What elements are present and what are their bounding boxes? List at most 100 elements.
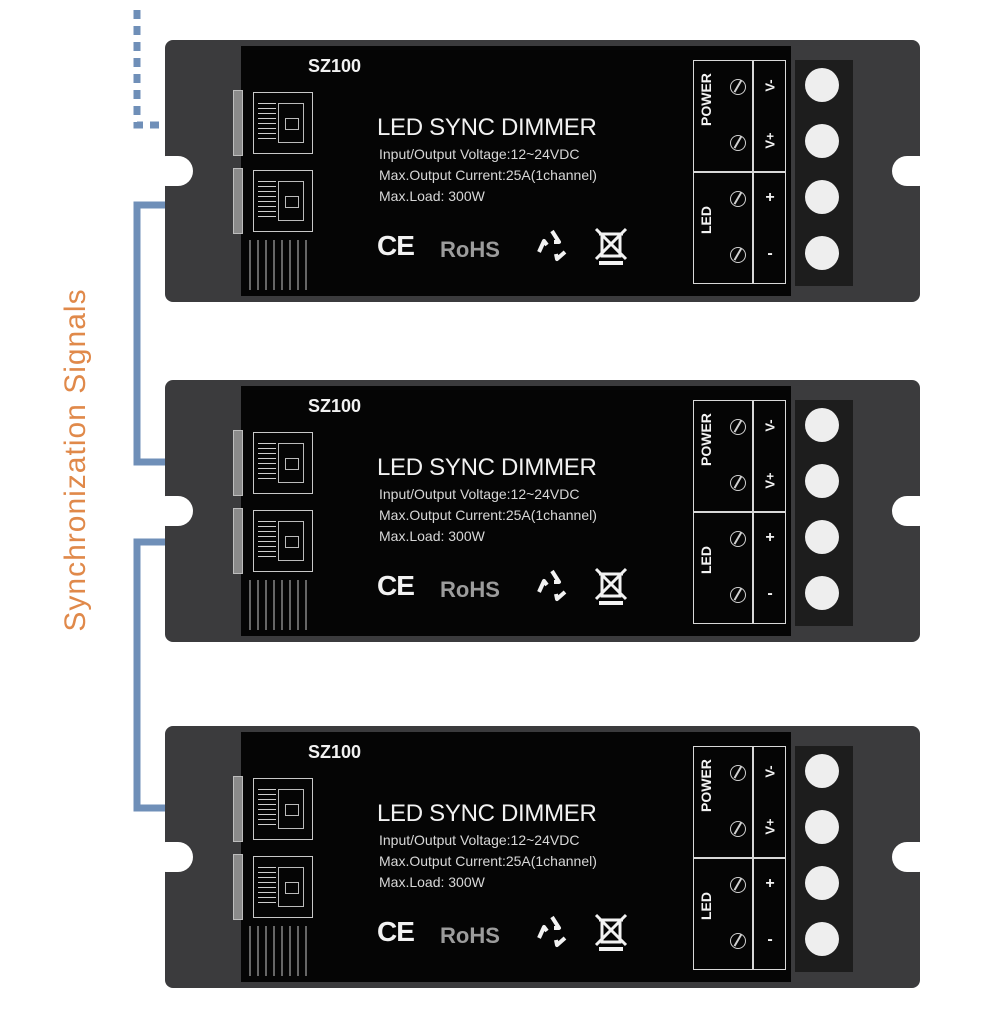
polarity-minus: - xyxy=(767,585,773,602)
weee-bin-icon xyxy=(594,913,628,951)
weee-bin-icon xyxy=(594,227,628,265)
terminal-block xyxy=(795,60,853,286)
recycle-icon xyxy=(537,915,567,947)
power-group-label: POWER xyxy=(698,759,714,812)
sync-out-plug xyxy=(233,508,243,574)
polarity-v-plus: V+ xyxy=(762,472,778,489)
rj45-port-out xyxy=(253,510,313,572)
terminal-hole xyxy=(805,520,839,554)
screw-icon xyxy=(730,191,746,207)
product-title: LED SYNC DIMMER xyxy=(377,800,597,827)
pinout-legend xyxy=(249,926,311,976)
spec-current: Max.Output Current:25A(1channel) xyxy=(379,853,597,869)
mounting-notch xyxy=(151,496,193,526)
rj45-port-out xyxy=(253,856,313,918)
mounting-notch xyxy=(892,496,934,526)
dimmer-unit-3: SZ100 LED SYNC DIMMER Input/Output Volta… xyxy=(151,726,934,988)
recycle-icon xyxy=(537,569,567,601)
polarity-plus: + xyxy=(765,875,775,892)
rohs-mark: RoHS xyxy=(440,923,500,948)
terminal-hole xyxy=(805,810,839,844)
pinout-legend xyxy=(249,580,311,630)
power-group-label: POWER xyxy=(698,73,714,126)
screw-icon xyxy=(730,765,746,781)
terminal-label-panel: POWER LED V- V+ + - xyxy=(693,746,786,970)
spec-voltage: Input/Output Voltage:12~24VDC xyxy=(379,146,580,162)
recycle-icon xyxy=(537,229,567,261)
led-group-label: LED xyxy=(698,206,714,234)
terminal-block xyxy=(795,400,853,626)
mounting-notch xyxy=(892,842,934,872)
rohs-mark: RoHS xyxy=(440,577,500,602)
sync-in-plug xyxy=(233,90,243,156)
terminal-hole xyxy=(805,180,839,214)
weee-bin-icon xyxy=(594,567,628,605)
screw-icon xyxy=(730,877,746,893)
terminal-hole xyxy=(805,464,839,498)
screw-icon xyxy=(730,531,746,547)
polarity-minus: - xyxy=(767,245,773,262)
polarity-v-minus: V- xyxy=(762,79,778,92)
sync-out-plug xyxy=(233,854,243,920)
terminal-block xyxy=(795,746,853,972)
product-title: LED SYNC DIMMER xyxy=(377,114,597,141)
terminal-hole xyxy=(805,124,839,158)
terminal-label-panel: POWER LED V- V+ + - xyxy=(693,60,786,284)
polarity-v-minus: V- xyxy=(762,765,778,778)
ce-mark: CE xyxy=(377,230,415,261)
sync-in-plug xyxy=(233,430,243,496)
spec-load: Max.Load: 300W xyxy=(379,874,485,890)
model-number: SZ100 xyxy=(308,742,362,762)
mounting-notch xyxy=(151,842,193,872)
spec-current: Max.Output Current:25A(1channel) xyxy=(379,167,597,183)
rohs-mark: RoHS xyxy=(440,237,500,262)
polarity-v-plus: V+ xyxy=(762,132,778,149)
model-number: SZ100 xyxy=(308,396,362,416)
dimmer-unit-2: SZ100 LED SYNC DIMMER Input/Output Volta… xyxy=(151,380,934,642)
power-group-label: POWER xyxy=(698,413,714,466)
screw-icon xyxy=(730,475,746,491)
product-title: LED SYNC DIMMER xyxy=(377,454,597,481)
ce-mark: CE xyxy=(377,570,415,601)
polarity-v-minus: V- xyxy=(762,419,778,432)
pinout-legend xyxy=(249,240,311,290)
screw-icon xyxy=(730,419,746,435)
polarity-plus: + xyxy=(765,189,775,206)
terminal-hole xyxy=(805,922,839,956)
screw-icon xyxy=(730,135,746,151)
screw-icon xyxy=(730,587,746,603)
led-group-label: LED xyxy=(698,892,714,920)
rj45-port-in xyxy=(253,778,313,840)
rj45-port-out xyxy=(253,170,313,232)
terminal-hole xyxy=(805,866,839,900)
sync-out-plug xyxy=(233,168,243,234)
polarity-plus: + xyxy=(765,529,775,546)
screw-icon xyxy=(730,247,746,263)
ce-mark: CE xyxy=(377,916,415,947)
screw-icon xyxy=(730,821,746,837)
model-number: SZ100 xyxy=(308,56,362,76)
rj45-port-in xyxy=(253,432,313,494)
spec-load: Max.Load: 300W xyxy=(379,188,485,204)
terminal-label-panel: POWER LED V- V+ + - xyxy=(693,400,786,624)
led-group-label: LED xyxy=(698,546,714,574)
spec-voltage: Input/Output Voltage:12~24VDC xyxy=(379,486,580,502)
terminal-hole xyxy=(805,576,839,610)
spec-load: Max.Load: 300W xyxy=(379,528,485,544)
mounting-notch xyxy=(892,156,934,186)
polarity-v-plus: V+ xyxy=(762,818,778,835)
spec-current: Max.Output Current:25A(1channel) xyxy=(379,507,597,523)
spec-voltage: Input/Output Voltage:12~24VDC xyxy=(379,832,580,848)
mounting-notch xyxy=(151,156,193,186)
screw-icon xyxy=(730,79,746,95)
polarity-minus: - xyxy=(767,931,773,948)
sync-in-plug xyxy=(233,776,243,842)
terminal-hole xyxy=(805,408,839,442)
dimmer-unit-1: SZ100 LED SYNC DIMMER Input/Output Volta… xyxy=(151,40,934,302)
rj45-port-in xyxy=(253,92,313,154)
terminal-hole xyxy=(805,68,839,102)
terminal-hole xyxy=(805,236,839,270)
screw-icon xyxy=(730,933,746,949)
terminal-hole xyxy=(805,754,839,788)
